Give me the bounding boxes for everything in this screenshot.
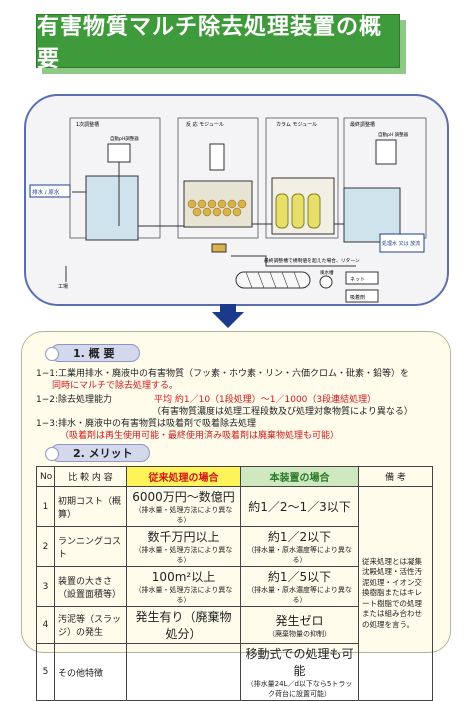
row-new: 約1／5以下 （排水量・原水濃度等により異なる）: [240, 566, 359, 607]
row-old: 6000万円〜数億円 （排水量・処理方法により異なる）: [126, 486, 241, 527]
table-row: 3 装置の大きさ（設置面積等） 100m²以上（排水量・処理方法により異なる） …: [36, 566, 433, 607]
row-new-main: 約1／5以下: [267, 570, 332, 584]
overview-item-1-cont: 同時にマルチで除去処理する。: [52, 381, 179, 391]
row-old-sub: （排水量・処理方法により異なる）: [134, 546, 233, 564]
overview-item-3-note: （吸着剤は再生使用可能・最終使用済み吸着剤は廃棄物処理も可能）: [60, 431, 340, 441]
row-no: 3: [36, 566, 55, 607]
row-new-sub: （排水量・原水濃度等により異なる）: [247, 586, 352, 604]
label-inlet: 排水 / 原水: [32, 188, 60, 196]
label-final: 最終調整槽: [350, 121, 375, 128]
table-row: 1 初期コスト（概算） 6000万円〜数億円 （排水量・処理方法により異なる） 約…: [36, 486, 433, 701]
label-auto-ph-right: 自動pH 調整器: [378, 131, 409, 138]
overview-item-2: 1−2:除去処理能力: [36, 395, 113, 405]
row-no: 4: [36, 606, 55, 644]
row-old: 発生有り（廃棄物処分）: [126, 606, 241, 644]
row-new-main: 発生ゼロ: [275, 613, 324, 628]
row-item: 装置の大きさ（設置面積等）: [54, 566, 127, 607]
process-diagram-illustration: 1次調整槽 反 応 モジュール カラム モジュール 最終調整槽 自動pH調整器 …: [29, 117, 427, 303]
label-auto-ph-left: 自動pH調整器: [110, 135, 139, 142]
header-item: 比 較 内 容: [54, 466, 127, 487]
header-no: No: [36, 466, 55, 487]
row-new-sub: （廃棄物量の抑制）: [268, 629, 331, 638]
row-new-sub: （排水量・原水濃度等により異なる）: [247, 546, 352, 564]
row-old-sub: （排水量・処理方法により異なる）: [134, 506, 233, 524]
row-new-sub: （排水量24L／d以下なら5トラック荷台に設置可能）: [246, 680, 353, 698]
overview-item-1: 1−1:工業用排水・廃液中の有害物質（フッ素・ホウ素・リン・六価クロム・砒素・鉛…: [36, 369, 410, 379]
row-new: 約1／2以下 （排水量・原水濃度等により異なる）: [240, 526, 359, 567]
header-old: 従来処理の場合: [126, 466, 241, 487]
table-header-row: No 比 較 内 容 従来処理の場合 本装置の場合 備 考: [36, 466, 433, 487]
row-old-main: 6000万円〜数億円: [132, 490, 235, 504]
row-old: 数千万円以上 （排水量・処理方法により異なる）: [126, 526, 241, 567]
table-row: 2 ランニングコスト 数千万円以上 （排水量・処理方法により異なる） 約1／2以下…: [36, 526, 433, 567]
row-new: 移動式での処理も可能 （排水量24L／d以下なら5トラック荷台に設置可能）: [240, 643, 359, 701]
row-new-main: 約1／2〜1／3以下: [248, 500, 351, 514]
header-note: 備 考: [358, 466, 433, 487]
row-item: 汚泥等（スラッジ）の発生: [54, 606, 127, 644]
row-item: その他特徴: [54, 643, 127, 701]
row-new: 発生ゼロ（廃棄物量の抑制）: [240, 606, 359, 644]
down-arrow-icon: [212, 312, 244, 328]
page-title: 有害物質マルチ除去処理装置の概要: [37, 15, 383, 72]
title-banner: 有害物質マルチ除去処理装置の概要: [36, 14, 400, 72]
row-no: 5: [36, 643, 55, 701]
process-diagram: 1次調整槽 反 応 モジュール カラム モジュール 最終調整槽 自動pH調整器 …: [24, 94, 449, 306]
overview-item-3: 1−3:排水・廃液中の有害物質は吸着剤で吸着除去処理: [36, 419, 257, 429]
row-no: 1: [36, 486, 55, 527]
comparison-table: No 比 較 内 容 従来処理の場合 本装置の場合 備 考 1 初期コスト（概算…: [36, 466, 433, 701]
row-old-main: 100m²以上: [151, 570, 216, 584]
row-old-sub: （排水量・処理方法により異なる）: [134, 586, 233, 604]
merit-heading: 2. メリット: [45, 444, 150, 462]
label-factory: 工場: [58, 283, 68, 290]
overview-item-2-note: （有害物質濃度は処理工程段数及び処理対象物質により異なる）: [152, 407, 413, 417]
row-old-main: 数千万円以上: [147, 530, 220, 544]
label-stage1: 1次調整槽: [76, 121, 99, 128]
header-new: 本装置の場合: [240, 466, 359, 487]
label-net: ネット: [350, 277, 365, 283]
label-adsorbent: 吸着剤: [350, 294, 365, 301]
row-new-main: 移動式での処理も可能: [245, 647, 354, 678]
label-return-note: 最終調整槽で規制値を超えた場合、リターン: [264, 257, 360, 264]
row-old: [126, 643, 241, 701]
label-reaction: 反 応 モジュール: [186, 121, 224, 128]
row-note: 従来処理とは凝集沈殿処理・活性汚泥処理・イオン交換樹脂またはキレート樹脂での処理…: [358, 486, 433, 701]
table-row: 4 汚泥等（スラッジ）の発生 発生有り（廃棄物処分） 発生ゼロ（廃棄物量の抑制）: [36, 606, 433, 644]
row-item: 初期コスト（概算）: [54, 486, 127, 527]
row-new: 約1／2〜1／3以下: [240, 486, 359, 527]
overview-item-2-value: 平均 約1／10（1段処理）〜1／1000（3段連結処理）: [154, 395, 377, 405]
overview-heading-label: 1. 概 要: [73, 347, 115, 360]
row-new-main: 約1／2以下: [267, 530, 332, 544]
row-old-main: 発生有り（廃棄物処分）: [135, 610, 232, 641]
down-arrow-stem: [220, 304, 236, 313]
overview-heading: 1. 概 要: [45, 344, 140, 362]
label-blower: 風水槽: [320, 269, 334, 276]
row-old: 100m²以上 （排水量・処理方法により異なる）: [126, 566, 241, 607]
label-outlet: 処理水 又は 放流: [382, 240, 420, 247]
label-column: カラム モジュール: [276, 122, 317, 128]
row-no: 2: [36, 526, 55, 567]
merit-heading-label: 2. メリット: [73, 447, 133, 460]
row-item: ランニングコスト: [54, 526, 127, 567]
